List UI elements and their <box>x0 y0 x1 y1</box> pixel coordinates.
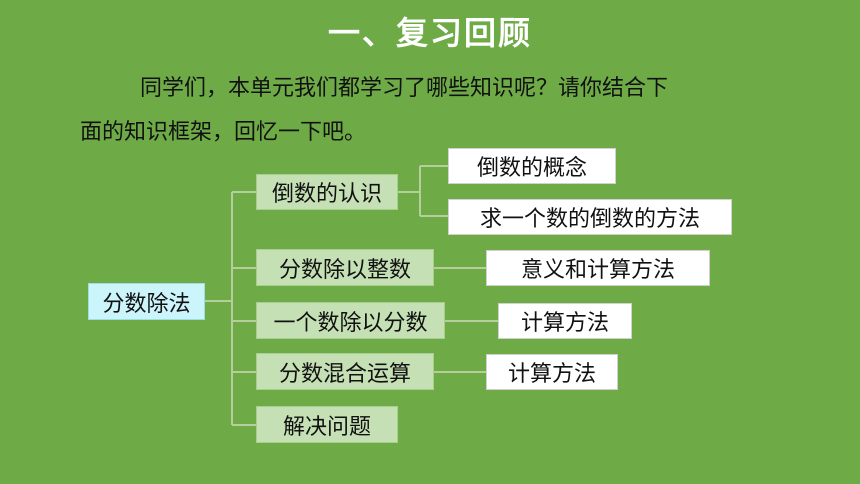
intro-line-2: 面的知识框架，回忆一下吧。 <box>80 120 367 145</box>
branch-node-2: 分数除以整数 <box>256 249 434 286</box>
root-node: 分数除法 <box>88 283 205 320</box>
leaf-node-3: 计算方法 <box>498 303 632 339</box>
leaf-node-1a: 倒数的概念 <box>448 148 616 184</box>
leaf-node-2: 意义和计算方法 <box>486 250 710 286</box>
intro-line-1: 同学们，本单元我们都学习了哪些知识呢？请你结合下 <box>140 76 669 101</box>
branch-node-4: 分数混合运算 <box>256 353 434 390</box>
page-title: 一、复习回顾 <box>327 14 532 52</box>
branch-node-5: 解决问题 <box>256 406 398 443</box>
leaf-node-1b: 求一个数的倒数的方法 <box>448 199 732 235</box>
branch-node-3: 一个数除以分数 <box>256 302 445 339</box>
leaf-node-4: 计算方法 <box>486 354 618 390</box>
branch-node-1: 倒数的认识 <box>256 174 398 210</box>
